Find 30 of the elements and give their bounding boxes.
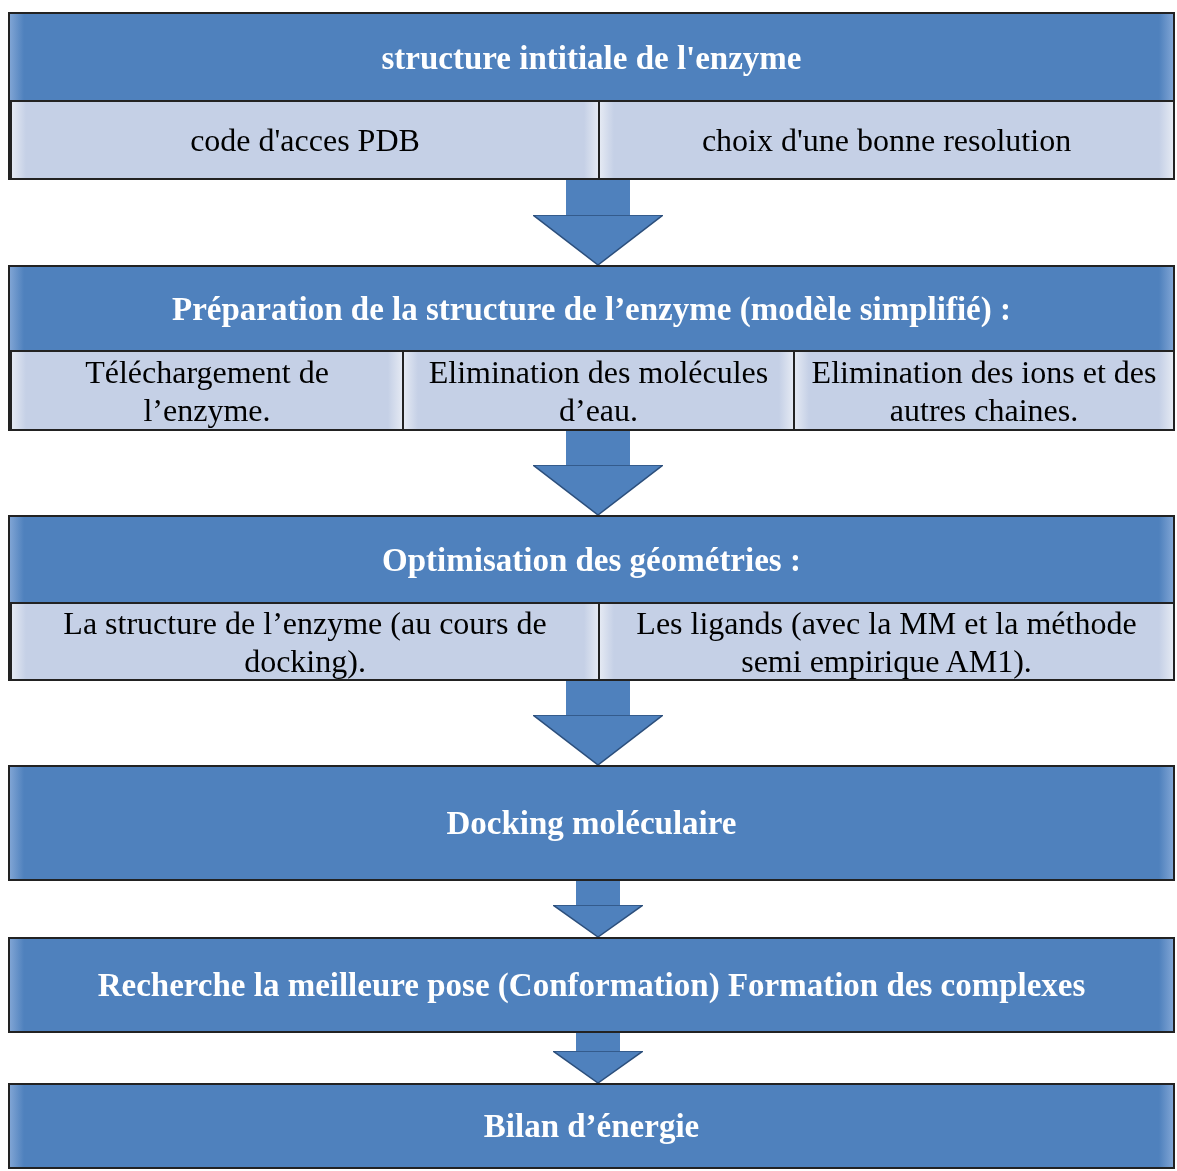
substep-box xyxy=(598,100,1175,180)
block-arrow xyxy=(532,431,664,516)
substep-box xyxy=(10,100,600,180)
block-arrow xyxy=(532,681,664,766)
step-title: Optimisation des géométries : xyxy=(382,542,801,579)
step-box xyxy=(8,1083,1175,1169)
substep-text: code d'acces PDB xyxy=(189,121,421,159)
step-box xyxy=(8,12,1175,180)
step-title: structure intitiale de l'enzyme xyxy=(381,39,802,77)
substep-box xyxy=(10,350,404,431)
substep-text: Elimination des molécules d’eau. xyxy=(427,352,770,429)
substep-box xyxy=(402,350,795,431)
substep-text: choix d'une bonne resolution xyxy=(700,121,1073,159)
substep-text: Téléchargement de l’enzyme. xyxy=(84,352,330,429)
block-arrow xyxy=(552,881,644,938)
block-arrow xyxy=(532,180,664,266)
step-title: Docking moléculaire xyxy=(446,804,737,842)
substep-text: La structure de l’enzyme (au cours de docking). xyxy=(62,603,548,680)
substep-box xyxy=(10,602,600,681)
step-title: Recherche la meilleure pose (Conformation) Formation des complexes xyxy=(97,966,1086,1004)
block-arrow xyxy=(552,1033,644,1084)
substep-text: Les ligands (avec la MM et la méthode semi empirique AM1). xyxy=(635,603,1138,680)
step-title: Préparation de la structure de l’enzyme (modèle simplifié) : xyxy=(172,291,1011,328)
substep-text: Elimination des ions et des autres chaines. xyxy=(810,352,1158,429)
step-title: Bilan d’énergie xyxy=(483,1107,700,1145)
step-box xyxy=(8,765,1175,881)
step-box xyxy=(8,265,1175,431)
step-box xyxy=(8,937,1175,1033)
substep-box xyxy=(598,602,1175,681)
step-box xyxy=(8,515,1175,681)
